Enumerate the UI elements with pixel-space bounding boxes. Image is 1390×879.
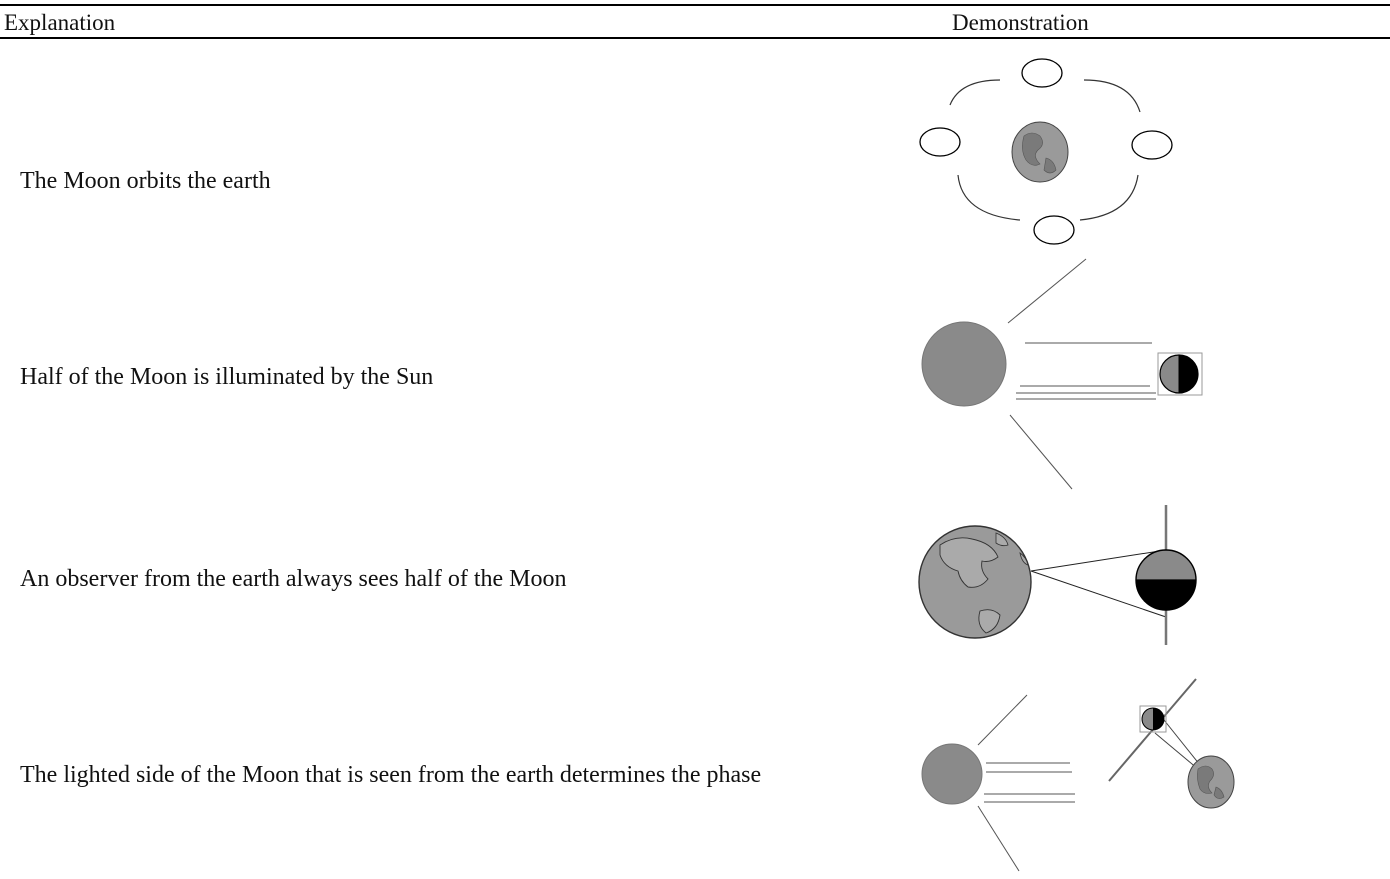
phase-sun-ray-lower [978,806,1019,871]
earth-observer-sight-diagram [900,505,1220,650]
table-header: Explanation Demonstration [0,6,1390,36]
moon-bottom-icon [1034,216,1074,244]
half-lit-moon-icon [1160,355,1198,393]
phase-earth-icon [1188,756,1234,808]
sun-icon [922,322,1006,406]
orbit-arc-bottom-right [1080,175,1138,220]
header-demonstration: Demonstration [952,10,1089,36]
observed-moon-icon [1136,550,1196,610]
table-row-4-explanation: The lighted side of the Moon that is see… [20,762,761,789]
table-row-1-explanation: The Moon orbits the earth [20,168,271,195]
moon-left-icon [920,128,960,156]
moon-top-icon [1022,59,1062,87]
moon-orbit-diagram [900,50,1200,250]
header-explanation: Explanation [4,10,115,36]
orbit-arc-bottom-left [958,175,1020,220]
phase-moon-icon [1142,708,1164,730]
orbit-arc-top-left [950,80,1000,105]
phase-sight-line-2 [1155,733,1198,769]
sun-illuminating-moon-diagram [900,255,1220,495]
moon-right-icon [1132,131,1172,159]
earth-icon [1012,122,1068,182]
earth-globe-icon [919,526,1031,638]
moon-phase-diagram [900,675,1240,875]
phase-sun-icon [922,744,982,804]
table-row-2-explanation: Half of the Moon is illuminated by the S… [20,364,433,391]
phase-sun-ray-upper [978,695,1027,745]
sun-ray-lower [1010,415,1072,489]
orbit-arc-top-right [1084,80,1140,112]
table-row-3-explanation: An observer from the earth always sees h… [20,566,567,593]
table-header-rule [0,37,1390,39]
sun-ray-upper [1008,259,1086,323]
phase-sight-line-1 [1164,720,1200,765]
